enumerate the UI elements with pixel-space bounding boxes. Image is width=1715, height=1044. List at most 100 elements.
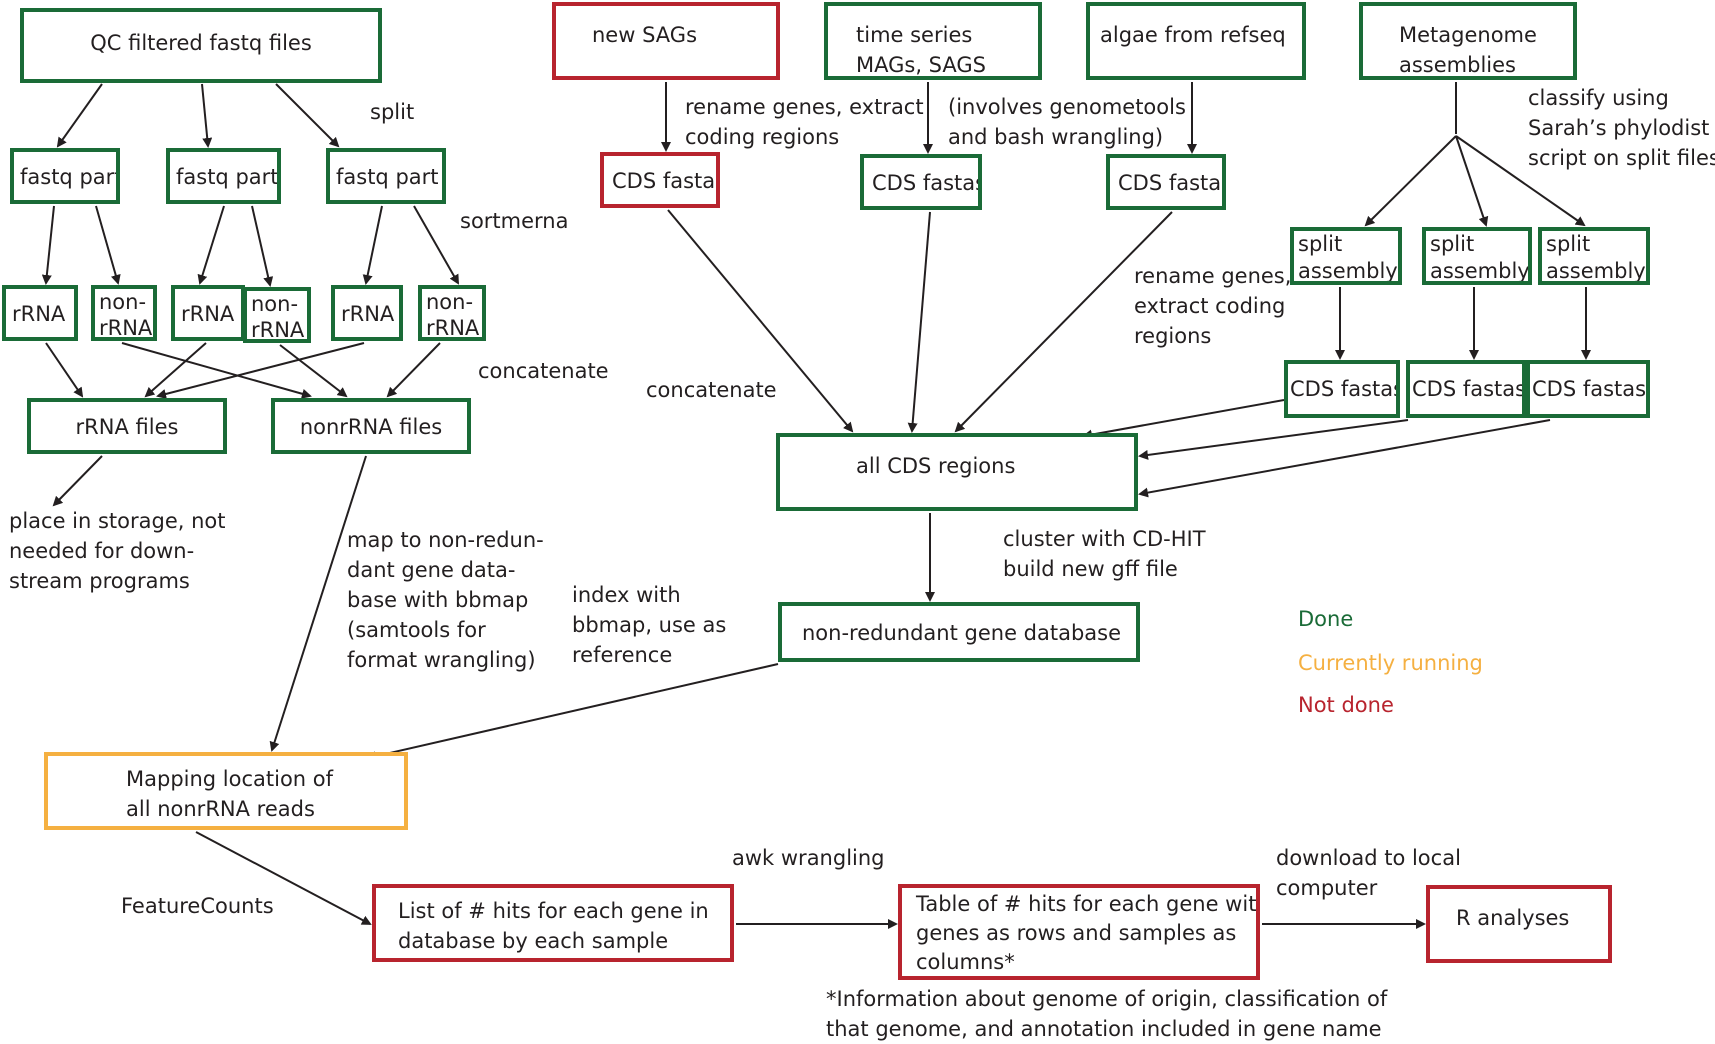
- node-text: time series: [856, 23, 973, 47]
- label-text: concatenate: [646, 378, 777, 402]
- node-text: assembly: [1298, 259, 1398, 283]
- node-text: assemblies: [1399, 53, 1516, 77]
- node-text: database by each sample: [398, 929, 669, 953]
- node-text: CDS fastas: [1290, 377, 1400, 401]
- node-text: rRNA: [341, 302, 395, 326]
- node-text: non-: [99, 290, 147, 314]
- label-text: rename genes,: [1134, 264, 1292, 288]
- node-text: rRNA: [99, 316, 153, 340]
- arrow-hub-to-sa1: [1364, 135, 1457, 227]
- qc-fastq-node: QC filtered fastq files: [20, 8, 382, 83]
- label-text: coding regions: [685, 125, 840, 149]
- arrow-cds2-to-all: [907, 211, 931, 433]
- arrow-map-to-list: [195, 831, 372, 925]
- label-text: regions: [1134, 324, 1212, 348]
- arrow-qc-to-fp1: [56, 83, 103, 148]
- arrow-fp2-to-nr2: [251, 205, 274, 287]
- label-text: *Information about genome of origin, cla…: [826, 987, 1388, 1011]
- node-text: CDS fastas: [1118, 171, 1226, 195]
- all-cds-node: all CDS regions: [776, 433, 1138, 511]
- arrow-fp1-to-r1: [41, 205, 55, 285]
- node-text: rRNA: [426, 316, 480, 340]
- concatenate-left-label: concatenate: [478, 356, 609, 386]
- label-text: extract coding: [1134, 294, 1286, 318]
- arrow-rf-to-storage: [52, 455, 103, 507]
- arrow-cs2-to-all: [1138, 419, 1409, 460]
- rrna-1-node: rRNA: [2, 285, 78, 341]
- node-text: rRNA: [12, 302, 66, 326]
- label-text: dant gene data-: [347, 558, 516, 582]
- node-text: split: [1430, 232, 1475, 256]
- featurecounts-label: FeatureCounts: [121, 891, 274, 921]
- footnote-label: *Information about genome of origin, cla…: [826, 984, 1387, 1044]
- nonrrna-files-node: nonrRNA files: [271, 398, 471, 454]
- nonrrna-1-node: non-rRNA: [91, 285, 157, 341]
- node-text: MAGs, SAGS: [856, 53, 986, 77]
- r-analyses-node: R analyses: [1426, 885, 1612, 963]
- split-assembly-1-node: split assembly: [1290, 227, 1402, 285]
- hits-list-node: List of # hits for each gene in database …: [372, 884, 734, 962]
- arrow-db-to-map: [366, 663, 779, 762]
- cds-split-3-node: CDS fastas: [1526, 360, 1650, 418]
- arrow-nr2-to-nf: [279, 344, 348, 398]
- node-text: CDS fastas: [1532, 377, 1647, 401]
- label-text: and bash wrangling): [948, 125, 1164, 149]
- label-text: that genome, and annotation included in …: [826, 1017, 1382, 1041]
- label-text: download to local: [1276, 846, 1461, 870]
- fastq-part-2-node: fastq part: [166, 148, 281, 204]
- label-text: place in storage, not: [9, 509, 226, 533]
- node-text: rRNA: [251, 318, 305, 342]
- label-text: split: [370, 100, 415, 124]
- label-text: build new gff file: [1003, 557, 1178, 581]
- arrow-cs1-to-all: [1082, 399, 1285, 440]
- label-text: sortmerna: [460, 209, 569, 233]
- label-text: script on split files: [1528, 146, 1715, 170]
- node-text: columns*: [916, 950, 1015, 974]
- label-text: reference: [572, 643, 673, 667]
- arrow-nr3-to-nf: [386, 342, 441, 398]
- label-text: awk wrangling: [732, 846, 885, 870]
- node-text: List of # hits for each gene in: [398, 899, 709, 923]
- node-text: fastq part: [20, 165, 120, 189]
- label-text: base with bbmap: [347, 588, 529, 612]
- nonredundant-db-node: non-redundant gene database: [778, 602, 1140, 662]
- arrow-r3-to-rf: [156, 342, 365, 399]
- split-assembly-2-node: split assembly: [1422, 227, 1532, 285]
- node-text: Mapping location of: [126, 767, 334, 791]
- arrow-qc-to-fp2: [201, 83, 213, 148]
- map-bbmap-label: map to non-redun-dant gene data-base wit…: [347, 525, 544, 675]
- node-text: assembly: [1546, 259, 1646, 283]
- node-text: rRNA: [181, 302, 235, 326]
- label-text: bbmap, use as: [572, 613, 727, 637]
- arrow-fp3-to-nr3: [413, 205, 459, 285]
- node-text: assembly: [1430, 259, 1530, 283]
- label-text: format wrangling): [347, 648, 536, 672]
- node-text: non-: [426, 290, 474, 314]
- cds-split-1-node: CDS fastas: [1284, 360, 1400, 418]
- arrow-cds1-to-all: [667, 209, 854, 433]
- node-text: all CDS regions: [856, 454, 1016, 478]
- legend-not-done: Not done: [1298, 693, 1394, 717]
- legend-running: Currently running: [1298, 651, 1483, 675]
- label-text: Sarah’s phylodist: [1528, 116, 1710, 140]
- node-text: fastq part: [176, 165, 279, 189]
- node-text: CDS fastas: [872, 171, 982, 195]
- node-text: CDS fastas: [612, 169, 720, 193]
- node-text: new SAGs: [592, 23, 698, 47]
- label-text: classify using: [1528, 86, 1669, 110]
- cds-time-node: CDS fastas: [860, 154, 982, 210]
- arrow-hub-to-sa2: [1455, 135, 1489, 227]
- node-text: Table of # hits for each gene with: [916, 892, 1260, 916]
- node-text: split: [1298, 232, 1343, 256]
- cds-algae-node: CDS fastas: [1106, 154, 1226, 210]
- node-text: Metagenome: [1399, 23, 1537, 47]
